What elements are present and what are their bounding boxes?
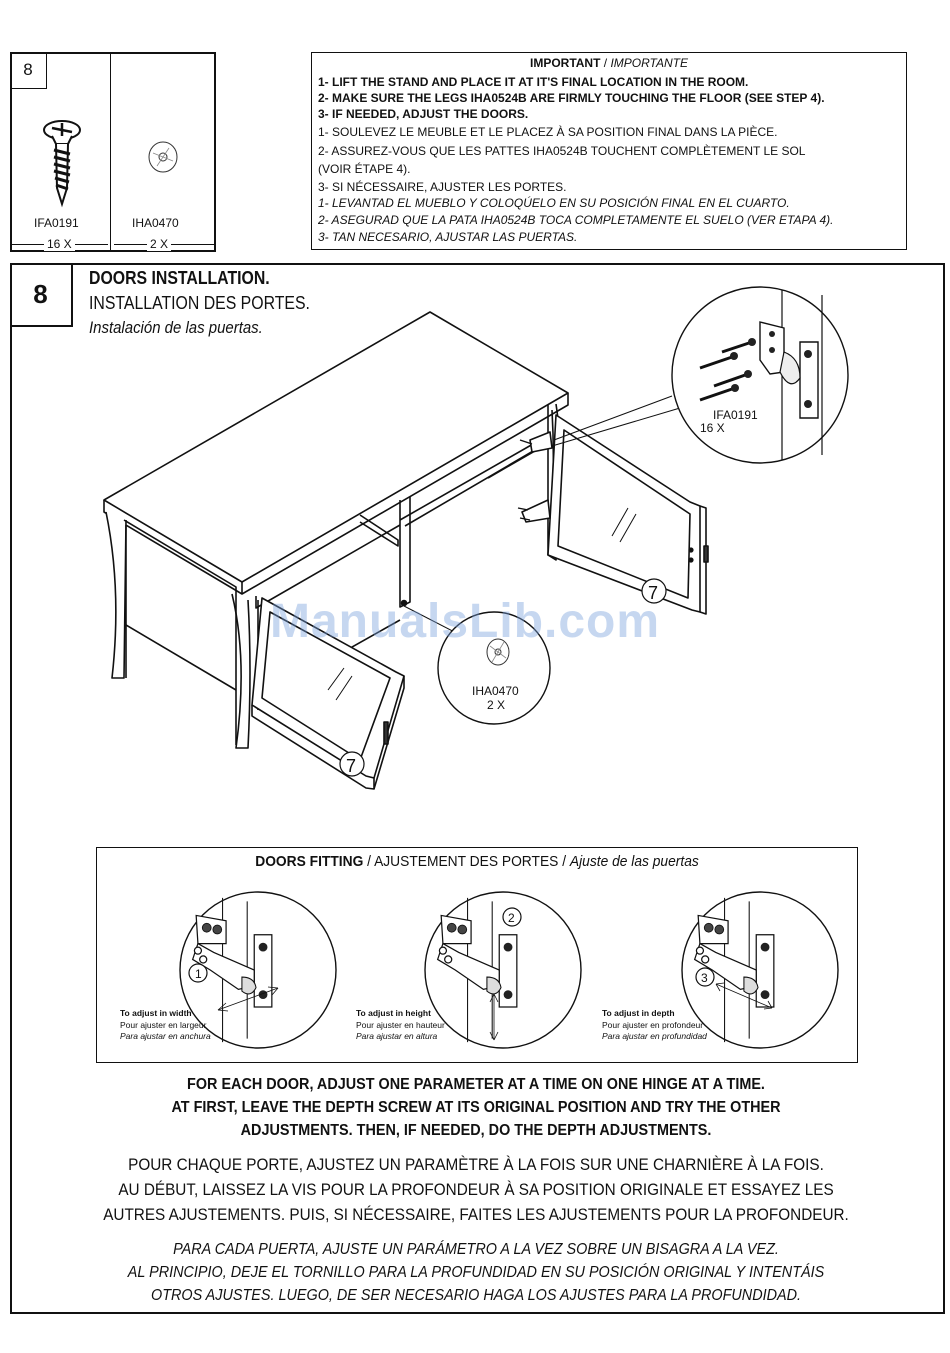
instructions-es-line: OTROS AJUSTES. LUEGO, DE SER NECESARIO H… <box>151 1287 801 1304</box>
part-code-iha0470: IHA0470 <box>132 216 179 230</box>
fitting-title-fr: AJUSTEMENT DES PORTES <box>374 853 559 870</box>
fitting-title-sep: / <box>558 853 570 870</box>
door-label-left-text: 7 <box>346 756 356 776</box>
instructions-en-line: FOR EACH DOOR, ADJUST ONE PARAMETER AT A… <box>187 1076 765 1093</box>
caption-depth-en: To adjust in depth <box>602 1008 675 1018</box>
fitting-title-es: Ajuste de las puertas <box>569 853 699 870</box>
adjust-number-2: 2 <box>508 911 515 925</box>
callout-washer-qty: 2 X <box>487 698 505 712</box>
fitting-title-en: DOORS FITTING <box>255 853 364 870</box>
fitting-caption-depth: To adjust in depth Pour ajuster en profo… <box>602 1008 707 1043</box>
important-line-es: 3- TAN NECESARIO, AJUSTAR LAS PUERTAS. <box>318 230 578 244</box>
caption-depth-es: Para ajustar en profundidad <box>602 1031 707 1041</box>
instructions-fr-line: AUTRES AJUSTEMENTS. PUIS, SI NÉCESSAIRE,… <box>103 1205 849 1224</box>
parts-step-number: 8 <box>10 52 47 89</box>
fitting-title-sep: / <box>363 853 375 870</box>
instructions-en-line: ADJUSTMENTS. THEN, IF NEEDED, DO THE DEP… <box>240 1122 712 1139</box>
caption-depth-fr: Pour ajuster en profondeur <box>602 1019 704 1030</box>
caption-height-fr: Pour ajuster en hauteur <box>356 1019 445 1030</box>
adjust-number-3: 3 <box>701 971 708 985</box>
watermark: ManualsLib.com <box>270 595 661 648</box>
important-line-es: 2- ASEGURAD QUE LA PATA IHA0524B TOCA CO… <box>318 213 834 227</box>
important-title: IMPORTANT / IMPORTANTE <box>311 56 907 70</box>
instructions-en-line: AT FIRST, LEAVE THE DEPTH SCREW AT ITS O… <box>171 1099 781 1116</box>
callout-screw-qty: 16 X <box>700 421 725 435</box>
important-line-fr: 1- SOULEVEZ LE MEUBLE ET LE PLACEZ À SA … <box>318 125 778 139</box>
important-title-sep: / <box>600 56 611 70</box>
important-title-fr: IMPORTANTE <box>610 56 688 70</box>
parts-box <box>10 52 216 252</box>
callout-washer-code: IHA0470 <box>472 684 519 698</box>
important-title-en: IMPORTANT <box>529 56 601 70</box>
instructions-fr: POUR CHAQUE PORTE, AJUSTEZ UN PARAMÈTRE … <box>102 1152 851 1227</box>
hinge-detail-callout <box>671 286 849 464</box>
important-line-fr: 3- SI NÉCESSAIRE, AJUSTER LES PORTES. <box>318 180 567 194</box>
fitting-caption-height: To adjust in height Pour ajuster en haut… <box>356 1008 445 1043</box>
door-label-right: 7 <box>641 578 667 604</box>
doors-fitting-box <box>96 847 858 1063</box>
hinge-width-diagram <box>179 891 337 1049</box>
caption-width-fr: Pour ajuster en largeur <box>120 1019 207 1030</box>
instructions-es-line: PARA CADA PUERTA, AJUSTE UN PARÁMETRO A … <box>173 1241 779 1258</box>
washer-detail-callout <box>437 611 551 725</box>
step-title-en: DOORS INSTALLATION. <box>89 268 270 288</box>
important-line-en: 1- LIFT THE STAND AND PLACE IT AT IT'S F… <box>318 75 749 89</box>
instructions-fr-line: AU DÉBUT, LAISSEZ LA VIS POUR LA PROFOND… <box>118 1180 834 1199</box>
door-label-left: 7 <box>339 751 365 777</box>
parts-divider <box>110 52 111 250</box>
caption-height-en: To adjust in height <box>356 1008 431 1018</box>
step-title-fr: INSTALLATION DES PORTES. <box>89 293 310 313</box>
fitting-caption-width: To adjust in width Pour ajuster en large… <box>120 1008 211 1043</box>
part-qty-iha0470: 2 X <box>147 237 172 251</box>
hinge-adjust-diagrams: 1 2 3 <box>179 891 839 1049</box>
screw-icon <box>43 120 81 208</box>
important-line-es: 1- LEVANTAD EL MUEBLO Y COLOQÚELO EN SU … <box>318 196 790 210</box>
step-title-es: Instalación de las puertas. <box>89 318 263 337</box>
washer-icon <box>148 141 178 173</box>
important-box <box>311 52 907 250</box>
adjust-number-1: 1 <box>195 967 202 981</box>
instructions-es: PARA CADA PUERTA, AJUSTE UN PARÁMETRO A … <box>102 1238 851 1307</box>
important-line-en: 2- MAKE SURE THE LEGS IHA0524B ARE FIRML… <box>318 91 825 105</box>
important-line-en: 3- IF NEEDED, ADJUST THE DOORS. <box>318 107 529 121</box>
step-number: 8 <box>10 263 73 327</box>
important-line-fr: (VOIR ÉTAPE 4). <box>318 162 411 176</box>
caption-width-en: To adjust in width <box>120 1008 192 1018</box>
doors-fitting-title: DOORS FITTING / AJUSTEMENT DES PORTES / … <box>126 853 827 870</box>
tv-stand-illustration: IFA0191 16 X IHA0470 2 X 7 7 <box>103 286 849 790</box>
important-line-fr: 2- ASSUREZ-VOUS QUE LES PATTES IHA0524B … <box>318 144 806 158</box>
door-label-right-text: 7 <box>648 583 658 603</box>
caption-height-es: Para ajustar en altura <box>356 1031 438 1041</box>
instructions-fr-line: POUR CHAQUE PORTE, AJUSTEZ UN PARAMÈTRE … <box>128 1155 824 1174</box>
part-code-ifa0191: IFA0191 <box>34 216 79 230</box>
hinge-depth-diagram <box>681 891 839 1049</box>
instructions-es-line: AL PRINCIPIO, DEJE EL TORNILLO PARA LA P… <box>127 1264 825 1281</box>
caption-width-es: Para ajustar en anchura <box>120 1031 211 1041</box>
callout-screw-code: IFA0191 <box>713 408 758 422</box>
part-qty-ifa0191: 16 X <box>44 237 75 251</box>
hinge-height-diagram <box>424 891 582 1049</box>
instructions-en: FOR EACH DOOR, ADJUST ONE PARAMETER AT A… <box>102 1073 851 1142</box>
step-box <box>10 263 945 1314</box>
